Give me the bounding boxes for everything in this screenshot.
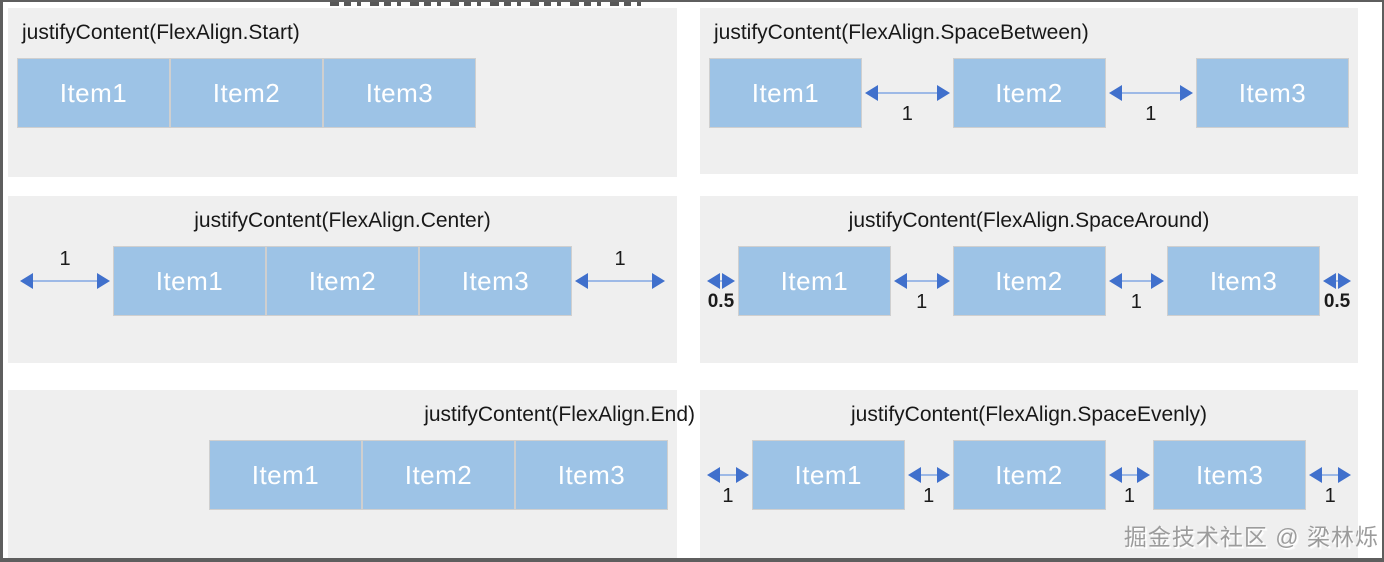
arrow-shaft <box>720 474 736 476</box>
arrow-shaft <box>1322 474 1338 476</box>
panel-flexalign-space-between: justifyContent(FlexAlign.SpaceBetween) I… <box>700 8 1358 174</box>
panel-flexalign-start: justifyContent(FlexAlign.Start) Item1 It… <box>8 8 677 177</box>
spacing-gap: 1 <box>862 58 953 128</box>
spacing-label: 1 <box>916 291 928 313</box>
flex-item: Item3 <box>419 246 572 316</box>
panel-title: justifyContent(FlexAlign.End) <box>424 403 695 426</box>
clipped-text-fragment <box>330 0 642 6</box>
watermark: 掘金技术社区 @ 梁林烁 <box>1123 524 1379 550</box>
items-row: 1 Item1 1 Item2 1 Item3 1 <box>700 440 1358 510</box>
arrow-shaft <box>1336 280 1339 282</box>
spacing-gap: 1 <box>572 246 668 316</box>
spacing-gap: 1 <box>1106 246 1168 316</box>
double-arrow-icon <box>575 273 665 289</box>
flex-item: Item2 <box>952 440 1106 510</box>
flex-item: Item3 <box>1196 58 1349 128</box>
items-block: Item1 Item2 Item3 <box>113 246 572 316</box>
flex-item: Item1 <box>209 440 362 510</box>
spacing-gap: 1 <box>1106 440 1154 510</box>
double-arrow-icon <box>1109 273 1165 289</box>
double-arrow-icon <box>20 273 110 289</box>
items-block: Item1 Item2 Item3 <box>209 440 668 510</box>
arrow-shaft <box>1121 92 1180 94</box>
items-row: Item1 1 Item2 1 Item3 <box>700 58 1358 128</box>
arrow-shaft <box>588 280 652 282</box>
double-arrow-icon <box>1109 467 1151 483</box>
spacing-gap: 1 <box>891 246 953 316</box>
flex-item: Item1 <box>737 246 891 316</box>
arrow-shaft <box>33 280 97 282</box>
spacing-label: 1 <box>901 103 913 125</box>
double-arrow-icon <box>1309 467 1351 483</box>
double-arrow-icon <box>707 467 749 483</box>
arrow-shaft <box>1121 280 1152 282</box>
spacing-label: 1 <box>1123 485 1135 507</box>
double-arrow-icon <box>908 467 950 483</box>
items-block: Item1 Item2 Item3 <box>17 58 476 128</box>
arrow-shaft <box>906 280 937 282</box>
flex-item: Item3 <box>1153 440 1307 510</box>
panel-flexalign-end: justifyContent(FlexAlign.End) Item1 Item… <box>8 390 695 558</box>
flex-item: Item2 <box>952 246 1106 316</box>
flex-item: Item3 <box>323 58 476 128</box>
double-arrow-icon <box>1323 273 1351 289</box>
panel-flexalign-space-around: justifyContent(FlexAlign.SpaceAround) 0.… <box>700 196 1358 363</box>
double-arrow-icon <box>865 85 950 101</box>
spacing-gap: 1 <box>704 440 752 510</box>
double-arrow-icon <box>707 273 735 289</box>
spacing-gap: 1 <box>1306 440 1354 510</box>
spacing-gap: 1 <box>17 246 113 316</box>
items-row: Item1 Item2 Item3 <box>8 58 677 128</box>
spacing-gap: 0.5 <box>704 246 738 316</box>
spacing-label: 1 <box>1145 103 1157 125</box>
flex-item: Item1 <box>751 440 905 510</box>
spacing-gap: 1 <box>1106 58 1197 128</box>
spacing-label: 1 <box>1324 485 1336 507</box>
panel-title: justifyContent(FlexAlign.Center) <box>194 209 491 232</box>
flex-item: Item2 <box>266 246 419 316</box>
spacing-label: 1 <box>59 248 71 270</box>
flex-item: Item3 <box>1167 246 1321 316</box>
items-row: 0.5 Item1 1 Item2 1 Item3 0.5 <box>700 246 1358 316</box>
panel-title: justifyContent(FlexAlign.SpaceBetween) <box>714 21 1089 44</box>
flex-item: Item1 <box>113 246 266 316</box>
arrow-shaft <box>878 92 937 94</box>
spacing-label: 1 <box>923 485 935 507</box>
flex-item: Item2 <box>170 58 323 128</box>
items-row: 1 Item1 Item2 Item3 1 <box>8 246 677 316</box>
spacing-label: 0.5 <box>1323 291 1351 312</box>
spacing-label: 1 <box>614 248 626 270</box>
spacing-label: 1 <box>722 485 734 507</box>
panel-title: justifyContent(FlexAlign.Start) <box>22 21 300 44</box>
items-row: Item1 Item2 Item3 <box>8 440 677 510</box>
panel-flexalign-center: justifyContent(FlexAlign.Center) 1 Item1… <box>8 196 677 363</box>
panel-title: justifyContent(FlexAlign.SpaceEvenly) <box>851 403 1207 426</box>
arrow-shaft <box>1121 474 1138 476</box>
spacing-label: 1 <box>1130 291 1142 313</box>
panel-flexalign-space-evenly: justifyContent(FlexAlign.SpaceEvenly) 1 … <box>700 390 1358 558</box>
double-arrow-icon <box>894 273 950 289</box>
flex-item: Item2 <box>362 440 515 510</box>
flex-item: Item3 <box>515 440 668 510</box>
arrow-shaft <box>720 280 722 282</box>
flex-item: Item2 <box>952 58 1106 128</box>
spacing-gap: 1 <box>905 440 953 510</box>
flex-item: Item1 <box>709 58 862 128</box>
double-arrow-icon <box>1109 85 1194 101</box>
spacing-label: 0.5 <box>707 291 735 312</box>
panel-title: justifyContent(FlexAlign.SpaceAround) <box>848 209 1210 232</box>
arrow-shaft <box>920 474 937 476</box>
spacing-gap: 0.5 <box>1320 246 1354 316</box>
flex-item: Item1 <box>17 58 170 128</box>
